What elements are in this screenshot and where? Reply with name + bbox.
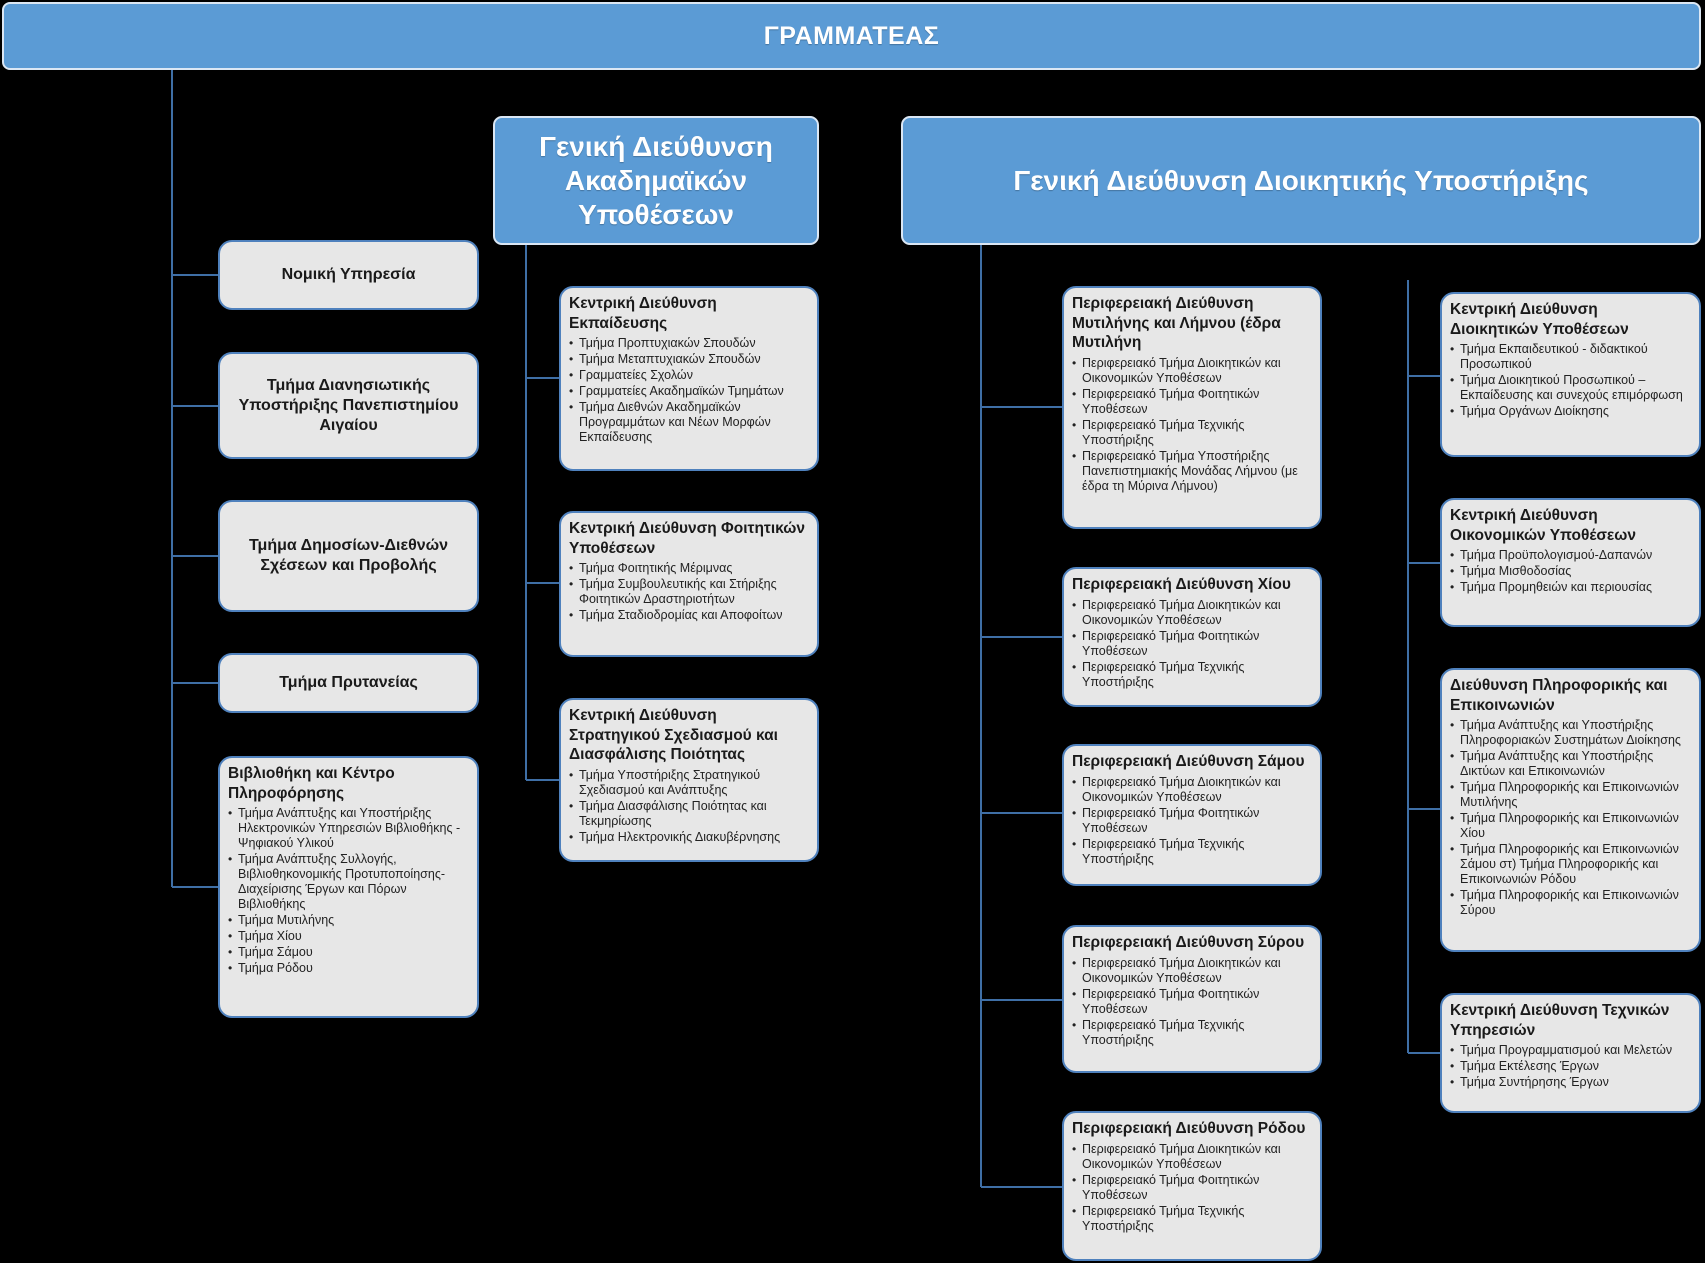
list-item: Περιφερειακό Τμήμα Φοιτητικών Υποθέσεων <box>1072 387 1310 417</box>
academic-directorate-header: Γενική Διεύθυνση Ακαδημαϊκών Υποθέσεων <box>493 116 819 245</box>
strategic-planning-box: Κεντρική Διεύθυνση Στρατηγικού Σχεδιασμο… <box>559 698 819 862</box>
list-item: Περιφερειακό Τμήμα Διοικητικών και Οικον… <box>1072 1142 1310 1172</box>
list-item: Τμήμα Ανάπτυξης και Υποστήριξης Πληροφορ… <box>1450 718 1689 748</box>
list-item: Περιφερειακό Τμήμα Υποστήριξης Πανεπιστη… <box>1072 449 1310 494</box>
list-item: Τμήμα Διασφάλισης Ποιότητας και Τεκμηρίω… <box>569 799 807 829</box>
secretary-header: ΓΡΑΜΜΑΤΕΑΣ <box>2 2 1701 70</box>
list-item: Τμήμα Προπτυχιακών Σπουδών <box>569 336 807 351</box>
box-title: Κεντρική Διεύθυνση Στρατηγικού Σχεδιασμο… <box>569 707 778 763</box>
box-title: Τμήμα Δημοσίων-Διεθνών Σχέσεων και Προβο… <box>248 537 449 574</box>
financial-affairs-box: Κεντρική Διεύθυνση Οικονομικών Υποθέσεων… <box>1440 498 1701 627</box>
box-title: Περιφερειακή Διεύθυνση Σάμου <box>1072 753 1305 770</box>
unit-list: Τμήμα Φοιτητικής Μέριμνας Τμήμα Συμβουλε… <box>569 561 807 623</box>
list-item: Γραμματείες Ακαδημαϊκών Τμημάτων <box>569 384 807 399</box>
regional-syros-box: Περιφερειακή Διεύθυνση Σύρου Περιφερειακ… <box>1062 925 1322 1073</box>
list-item: Περιφερειακό Τμήμα Διοικητικών και Οικον… <box>1072 598 1310 628</box>
box-title: Περιφερειακή Διεύθυνση Χίου <box>1072 576 1291 593</box>
list-item: Περιφερειακό Τμήμα Τεχνικής Υποστήριξης <box>1072 660 1310 690</box>
box-title: Διεύθυνση Πληροφορικής και Επικοινωνιών <box>1450 677 1668 714</box>
box-title: Τμήμα Πρυτανείας <box>279 674 418 691</box>
list-item: Περιφερειακό Τμήμα Φοιτητικών Υποθέσεων <box>1072 806 1310 836</box>
list-item: Τμήμα Οργάνων Διοίκησης <box>1450 404 1689 419</box>
list-item: Τμήμα Ανάπτυξης και Υποστήριξης Ηλεκτρον… <box>228 806 467 851</box>
list-item: Περιφερειακό Τμήμα Τεχνικής Υποστήριξης <box>1072 1018 1310 1048</box>
box-title: Κεντρική Διεύθυνση Φοιτητικών Υποθέσεων <box>569 520 805 557</box>
administrative-directorate-header: Γενική Διεύθυνση Διοικητικής Υποστήριξης <box>901 116 1701 245</box>
list-item: Τμήμα Ηλεκτρονικής Διακυβέρνησης <box>569 830 807 845</box>
unit-list: Περιφερειακό Τμήμα Διοικητικών και Οικον… <box>1072 356 1310 494</box>
unit-list: Τμήμα Ανάπτυξης και Υποστήριξης Πληροφορ… <box>1450 718 1689 918</box>
list-item: Τμήμα Προμηθειών και περιουσίας <box>1450 580 1689 595</box>
list-item: Τμήμα Φοιτητικής Μέριμνας <box>569 561 807 576</box>
list-item: Περιφερειακό Τμήμα Τεχνικής Υποστήριξης <box>1072 418 1310 448</box>
rectorate-box: Τμήμα Πρυτανείας <box>218 653 479 713</box>
box-title: Βιβλιοθήκη και Κέντρο Πληροφόρησης <box>228 765 395 802</box>
list-item: Περιφερειακό Τμήμα Διοικητικών και Οικον… <box>1072 956 1310 986</box>
unit-list: Τμήμα Προγραμματισμού και Μελετών Τμήμα … <box>1450 1043 1689 1090</box>
education-directorate-box: Κεντρική Διεύθυνση Εκπαίδευσης Τμήμα Προ… <box>559 286 819 471</box>
student-affairs-box: Κεντρική Διεύθυνση Φοιτητικών Υποθέσεων … <box>559 511 819 657</box>
list-item: Τμήμα Σταδιοδρομίας και Αποφοίτων <box>569 608 807 623</box>
list-item: Περιφερειακό Τμήμα Τεχνικής Υποστήριξης <box>1072 837 1310 867</box>
list-item: Περιφερειακό Τμήμα Τεχνικής Υποστήριξης <box>1072 1204 1310 1234</box>
box-title: Νομική Υπηρεσία <box>281 266 416 283</box>
list-item: Τμήμα Διοικητικού Προσωπικού – Εκπαίδευσ… <box>1450 373 1689 403</box>
unit-list: Περιφερειακό Τμήμα Διοικητικών και Οικον… <box>1072 775 1310 867</box>
interisland-support-box: Τμήμα Διανησιωτικής Υποστήριξης Πανεπιστ… <box>218 352 479 459</box>
list-item: Τμήμα Σάμου <box>228 945 467 960</box>
list-item: Περιφερειακό Τμήμα Φοιτητικών Υποθέσεων <box>1072 1173 1310 1203</box>
list-item: Τμήμα Συμβουλευτικής και Στήριξης Φοιτητ… <box>569 577 807 607</box>
list-item: Τμήμα Εκπαιδευτικού - διδακτικού Προσωπι… <box>1450 342 1689 372</box>
list-item: Τμήμα Υποστήριξης Στρατηγικού Σχεδιασμού… <box>569 768 807 798</box>
list-item: Γραμματείες Σχολών <box>569 368 807 383</box>
regional-mytilene-box: Περιφερειακή Διεύθυνση Μυτιλήνης και Λήμ… <box>1062 286 1322 529</box>
box-title: Κεντρική Διεύθυνση Οικονομικών Υποθέσεων <box>1450 507 1636 544</box>
box-title: Περιφερειακή Διεύθυνση Σύρου <box>1072 934 1305 951</box>
list-item: Τμήμα Μισθοδοσίας <box>1450 564 1689 579</box>
unit-list: Περιφερειακό Τμήμα Διοικητικών και Οικον… <box>1072 956 1310 1048</box>
box-title: Κεντρική Διεύθυνση Τεχνικών Υπηρεσιών <box>1450 1002 1670 1039</box>
unit-list: Τμήμα Προπτυχιακών Σπουδών Τμήμα Μεταπτυ… <box>569 336 807 445</box>
administrative-affairs-box: Κεντρική Διεύθυνση Διοικητικών Υποθέσεων… <box>1440 292 1701 457</box>
box-title: Τμήμα Διανησιωτικής Υποστήριξης Πανεπιστ… <box>238 376 459 434</box>
list-item: Τμήμα Πληροφορικής και Επικοινωνιών Σύρο… <box>1450 888 1689 918</box>
box-title: Περιφερειακή Διεύθυνση Μυτιλήνης και Λήμ… <box>1072 295 1281 351</box>
technical-services-box: Κεντρική Διεύθυνση Τεχνικών Υπηρεσιών Τμ… <box>1440 993 1701 1113</box>
it-communications-box: Διεύθυνση Πληροφορικής και Επικοινωνιών … <box>1440 668 1701 952</box>
list-item: Τμήμα Ανάπτυξης Συλλογής, Βιβλιοθηκονομι… <box>228 852 467 912</box>
box-title: Περιφερειακή Διεύθυνση Ρόδου <box>1072 1120 1306 1137</box>
unit-list: Τμήμα Ανάπτυξης και Υποστήριξης Ηλεκτρον… <box>228 806 467 976</box>
list-item: Τμήμα Προϋπολογισμού-Δαπανών <box>1450 548 1689 563</box>
legal-service-box: Νομική Υπηρεσία <box>218 240 479 310</box>
unit-list: Περιφερειακό Τμήμα Διοικητικών και Οικον… <box>1072 598 1310 690</box>
box-title: Κεντρική Διεύθυνση Εκπαίδευσης <box>569 295 717 332</box>
list-item: Τμήμα Χίου <box>228 929 467 944</box>
list-item: Τμήμα Προγραμματισμού και Μελετών <box>1450 1043 1689 1058</box>
regional-samos-box: Περιφερειακή Διεύθυνση Σάμου Περιφερειακ… <box>1062 744 1322 886</box>
list-item: Τμήμα Μυτιλήνης <box>228 913 467 928</box>
list-item: Περιφερειακό Τμήμα Φοιτητικών Υποθέσεων <box>1072 987 1310 1017</box>
regional-rhodes-box: Περιφερειακή Διεύθυνση Ρόδου Περιφερειακ… <box>1062 1111 1322 1261</box>
list-item: Τμήμα Πληροφορικής και Επικοινωνιών Σάμο… <box>1450 842 1689 887</box>
list-item: Τμήμα Συντήρησης Έργων <box>1450 1075 1689 1090</box>
regional-chios-box: Περιφερειακή Διεύθυνση Χίου Περιφερειακό… <box>1062 567 1322 707</box>
unit-list: Τμήμα Προϋπολογισμού-Δαπανών Τμήμα Μισθο… <box>1450 548 1689 595</box>
unit-list: Περιφερειακό Τμήμα Διοικητικών και Οικον… <box>1072 1142 1310 1234</box>
list-item: Περιφερειακό Τμήμα Διοικητικών και Οικον… <box>1072 356 1310 386</box>
list-item: Τμήμα Διεθνών Ακαδημαϊκών Προγραμμάτων κ… <box>569 400 807 445</box>
library-box: Βιβλιοθήκη και Κέντρο Πληροφόρησης Τμήμα… <box>218 756 479 1018</box>
unit-list: Τμήμα Υποστήριξης Στρατηγικού Σχεδιασμού… <box>569 768 807 845</box>
list-item: Τμήμα Εκτέλεσης Έργων <box>1450 1059 1689 1074</box>
list-item: Τμήμα Ανάπτυξης και Υποστήριξης Δικτύων … <box>1450 749 1689 779</box>
list-item: Τμήμα Πληροφορικής και Επικοινωνιών Χίου <box>1450 811 1689 841</box>
list-item: Τμήμα Πληροφορικής και Επικοινωνιών Μυτι… <box>1450 780 1689 810</box>
unit-list: Τμήμα Εκπαιδευτικού - διδακτικού Προσωπι… <box>1450 342 1689 419</box>
box-title: Κεντρική Διεύθυνση Διοικητικών Υποθέσεων <box>1450 301 1629 338</box>
list-item: Περιφερειακό Τμήμα Φοιτητικών Υποθέσεων <box>1072 629 1310 659</box>
public-relations-box: Τμήμα Δημοσίων-Διεθνών Σχέσεων και Προβο… <box>218 500 479 612</box>
list-item: Τμήμα Μεταπτυχιακών Σπουδών <box>569 352 807 367</box>
list-item: Τμήμα Ρόδου <box>228 961 467 976</box>
list-item: Περιφερειακό Τμήμα Διοικητικών και Οικον… <box>1072 775 1310 805</box>
